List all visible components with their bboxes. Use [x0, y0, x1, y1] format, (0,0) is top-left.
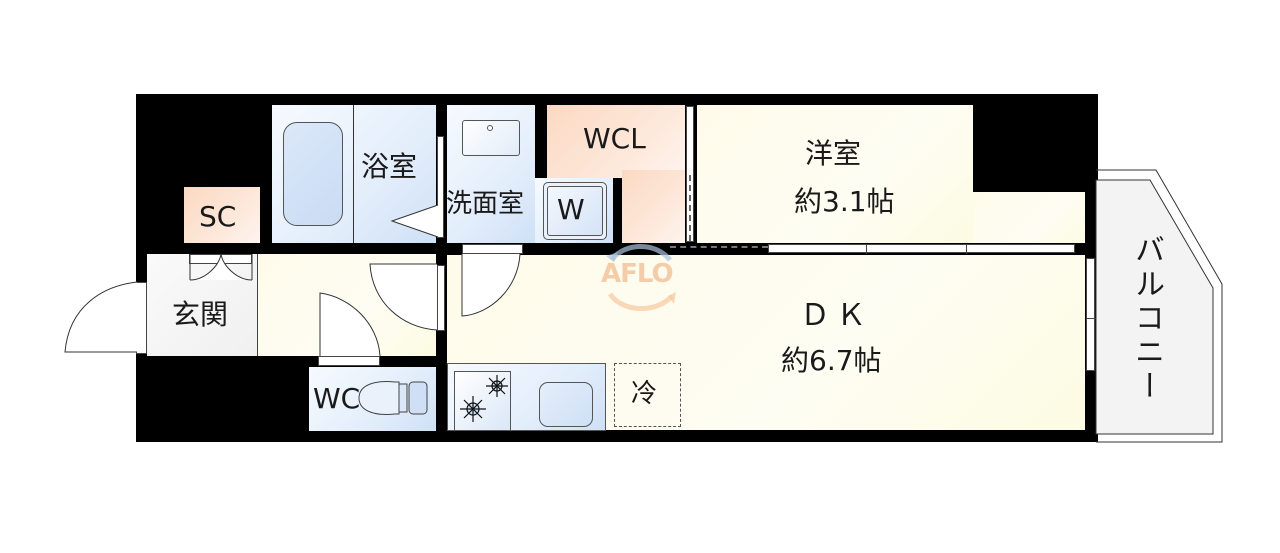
toilet-door-swing — [319, 292, 381, 357]
western-sliding-door[interactable] — [768, 244, 1075, 253]
gas-burner-icon — [460, 375, 508, 422]
faucet-icon — [487, 125, 493, 131]
dk-door-swing — [369, 263, 438, 331]
dk-size: 約6.7帖 — [781, 344, 882, 377]
aflo-watermark-logo — [606, 244, 676, 311]
western-room-floor-alcove — [973, 192, 1085, 243]
fridge-space — [614, 363, 681, 427]
balcony-window[interactable] — [1086, 258, 1095, 371]
wcl-door-dashes — [689, 175, 691, 241]
balcony-label: バルコニー — [1129, 234, 1164, 404]
washroom-door[interactable] — [462, 244, 523, 254]
entrance-floor — [147, 254, 257, 356]
shoe-closet-label: SC — [199, 200, 237, 233]
washer-icon[interactable] — [543, 182, 607, 240]
dk-label: ＤＫ — [800, 298, 872, 333]
western-door-divider-1 — [866, 244, 867, 254]
bath-door[interactable] — [437, 136, 444, 238]
wcl-label: WCL — [583, 122, 646, 155]
western-room-label: 洋室 — [805, 137, 862, 170]
balcony-outline — [1095, 169, 1223, 443]
wcl-sliding-door[interactable] — [686, 106, 694, 242]
bath-divider — [353, 105, 354, 243]
closet-dash-line — [670, 246, 768, 248]
front-door-swing — [64, 281, 138, 353]
dk-door-frame[interactable] — [437, 265, 445, 331]
fridge-label: 冷 — [631, 379, 658, 409]
wcl-floor-top — [547, 105, 685, 178]
shoe-closet-floor — [184, 187, 260, 243]
washer-label: W — [557, 193, 585, 226]
bathtub-icon — [283, 122, 343, 226]
wcl-floor-side — [622, 170, 685, 243]
toilet-label: WC — [313, 382, 361, 415]
shoe-closet-door-swing — [189, 253, 253, 281]
western-door-divider-2 — [966, 244, 967, 254]
washroom-door-swing — [461, 253, 521, 317]
washroom-label: 洗面室 — [446, 189, 525, 219]
entrance-step-line — [257, 254, 258, 356]
western-room-size: 約3.1帖 — [794, 185, 895, 218]
aflo-watermark-text: AFLO — [601, 259, 674, 289]
balcony-window-divider — [1086, 318, 1096, 319]
kitchen-sink-icon — [539, 382, 593, 427]
bathroom-label: 浴室 — [361, 150, 418, 183]
entrance-label: 玄関 — [172, 298, 229, 331]
bath-door-swing — [390, 204, 439, 238]
western-room-floor — [697, 105, 973, 243]
toilet-door[interactable] — [318, 356, 380, 366]
toilet-icon — [358, 381, 428, 415]
